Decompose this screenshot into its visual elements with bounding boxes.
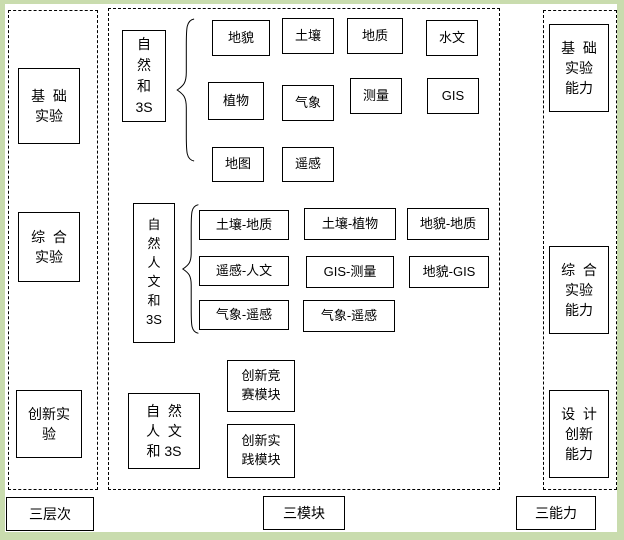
three-levels-label: 三层次 bbox=[6, 497, 94, 531]
nature-3s-label-box: 自 然 和 3S bbox=[122, 30, 166, 122]
innovation-experiment-box: 创新实 验 bbox=[16, 390, 82, 458]
comprehensive-experiment-box: 综 合 实验 bbox=[18, 212, 80, 282]
three-modules-label: 三模块 bbox=[263, 496, 345, 530]
subject-box-geology: 地质 bbox=[347, 18, 403, 54]
basic-experiment-box: 基 础 实验 bbox=[18, 68, 80, 144]
combo-box-soil-geology: 土壤-地质 bbox=[199, 210, 289, 240]
combo-box-landform-geology: 地貌-地质 bbox=[407, 208, 489, 240]
group1-brace-icon bbox=[172, 16, 198, 164]
combo-box-meteorology-rs-1: 气象-遥感 bbox=[199, 300, 289, 330]
middle-modules-panel bbox=[108, 8, 500, 490]
subject-box-meteorology: 气象 bbox=[282, 85, 334, 121]
subject-box-map: 地图 bbox=[212, 147, 264, 182]
innovation-competition-module-box: 创新竞 赛模块 bbox=[227, 360, 295, 412]
subject-box-hydrology: 水文 bbox=[426, 20, 478, 56]
subject-box-remote-sensing: 遥感 bbox=[282, 147, 334, 182]
subject-box-landform: 地貌 bbox=[212, 20, 270, 56]
combo-box-gis-survey: GIS-测量 bbox=[306, 256, 394, 288]
basic-ability-box: 基 础 实验 能力 bbox=[549, 24, 609, 112]
subject-box-soil: 土壤 bbox=[282, 18, 334, 54]
subject-box-gis: GIS bbox=[427, 78, 479, 114]
combo-box-landform-gis: 地貌-GIS bbox=[409, 256, 489, 288]
subject-box-plants: 植物 bbox=[208, 82, 264, 120]
combo-box-soil-plants: 土壤-植物 bbox=[304, 208, 396, 240]
innovation-practice-module-box: 创新实 践模块 bbox=[227, 424, 295, 478]
left-levels-panel bbox=[8, 10, 98, 490]
combo-box-rs-humanities: 遥感-人文 bbox=[199, 256, 289, 286]
three-abilities-label: 三能力 bbox=[516, 496, 596, 530]
group2-brace-icon bbox=[178, 202, 202, 336]
design-innovation-ability-box: 设 计 创新 能力 bbox=[549, 390, 609, 478]
combo-box-meteorology-rs-2: 气象-遥感 bbox=[303, 300, 395, 332]
nature-humanities-3s-label-box-2: 自 然 人 文 和 3S bbox=[128, 393, 200, 469]
right-abilities-panel bbox=[543, 10, 617, 490]
subject-box-survey: 测量 bbox=[350, 78, 402, 114]
nature-humanities-3s-label-box: 自 然 人 文 和 3S bbox=[133, 203, 175, 343]
comprehensive-ability-box: 综 合 实验 能力 bbox=[549, 246, 609, 334]
